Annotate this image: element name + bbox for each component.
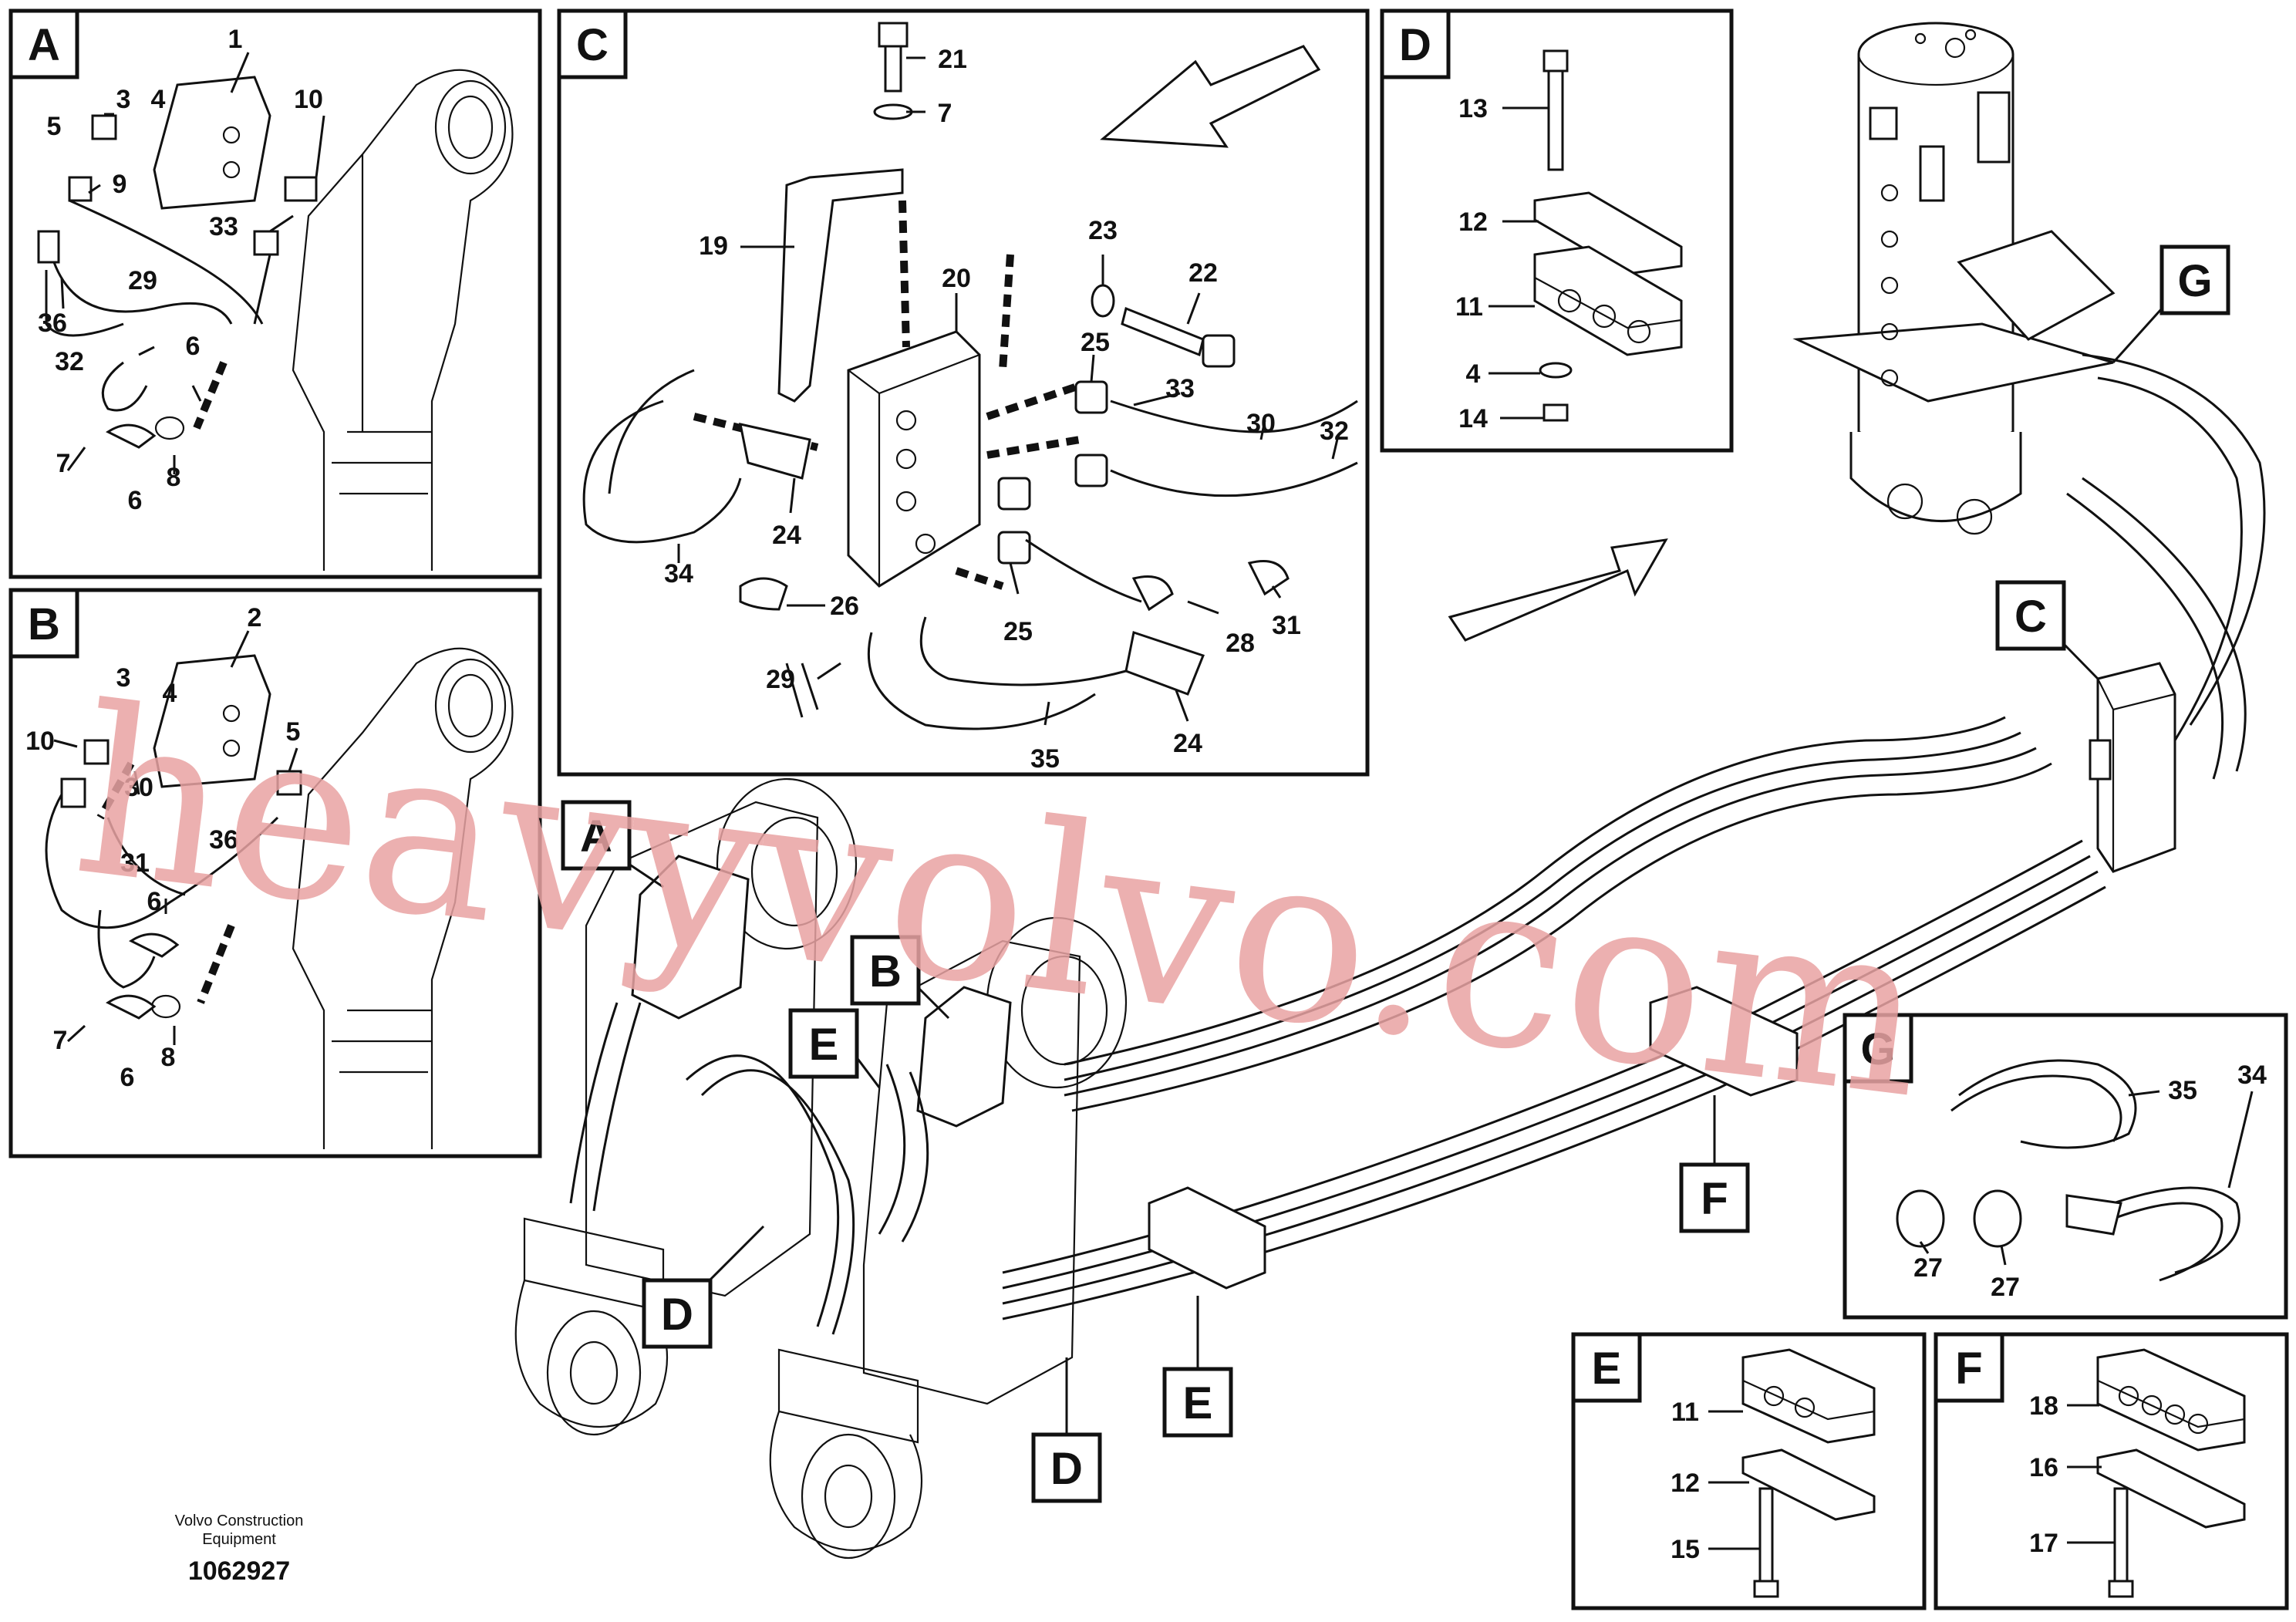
callout-d-12: 12 xyxy=(1458,207,1488,237)
callout-f-16: 16 xyxy=(2029,1453,2058,1482)
callout-c-24-left: 24 xyxy=(772,521,801,550)
callout-d-14: 14 xyxy=(1458,404,1488,433)
callout-c-22: 22 xyxy=(1188,258,1218,288)
panel-a: A 1 3 4 xyxy=(8,8,542,579)
callout-a-36: 36 xyxy=(38,309,67,338)
callout-a-32: 32 xyxy=(55,347,84,376)
callout-b-3: 3 xyxy=(116,663,131,693)
callout-b-6-top: 6 xyxy=(147,887,162,916)
main-assembly xyxy=(514,353,2266,1560)
callout-b-4: 4 xyxy=(163,679,177,708)
panel-b: B 2 3 4 10 5 30 31 36 6 7 8 6 xyxy=(8,588,542,1158)
swivel-joint xyxy=(1792,22,2116,535)
inset-e-letter: E xyxy=(1592,1344,1622,1394)
callout-c-31: 31 xyxy=(1272,611,1301,640)
callout-c-21: 21 xyxy=(938,45,967,74)
callout-e-11: 11 xyxy=(1671,1398,1699,1427)
callout-c-34: 34 xyxy=(664,559,693,588)
panel-d-letter: D xyxy=(1399,20,1431,70)
callout-a-6-top: 6 xyxy=(186,332,201,361)
main-callout-a: A xyxy=(580,811,612,862)
callout-f-18: 18 xyxy=(2029,1391,2058,1421)
callout-a-4: 4 xyxy=(151,85,166,114)
callout-g-35: 35 xyxy=(2168,1076,2197,1105)
callout-b-7: 7 xyxy=(53,1026,68,1055)
callout-c-35: 35 xyxy=(1030,744,1060,774)
doc-number: 1062927 xyxy=(188,1556,290,1586)
callout-b-10: 10 xyxy=(25,727,55,756)
callout-b-8: 8 xyxy=(161,1043,176,1072)
footer-company-line2: Equipment xyxy=(202,1531,276,1548)
callout-d-11: 11 xyxy=(1455,292,1483,322)
callout-c-28: 28 xyxy=(1226,629,1255,658)
inset-g: G 35 34 27 27 xyxy=(1843,1013,2288,1320)
callout-a-33: 33 xyxy=(209,212,238,241)
callout-b-5: 5 xyxy=(286,717,301,747)
main-callout-b: B xyxy=(869,946,902,996)
inset-f-letter: F xyxy=(1955,1344,1982,1394)
callout-b-36: 36 xyxy=(209,825,238,855)
callout-a-8: 8 xyxy=(167,463,181,492)
callout-c-33: 33 xyxy=(1165,374,1195,403)
callout-g-27-left: 27 xyxy=(1913,1253,1943,1283)
callout-c-32: 32 xyxy=(1320,416,1349,446)
callout-c-19: 19 xyxy=(699,231,728,261)
main-callout-e2: E xyxy=(1183,1378,1213,1428)
inset-g-letter: G xyxy=(1860,1024,1895,1074)
main-callout-d1: D xyxy=(661,1290,693,1340)
panel-b-letter: B xyxy=(28,599,60,649)
panel-c-letter: C xyxy=(576,20,609,70)
callout-c-26: 26 xyxy=(830,592,859,621)
callout-c-20: 20 xyxy=(942,264,971,293)
footer-company: Volvo Construction xyxy=(175,1512,304,1529)
callout-b-30: 30 xyxy=(124,773,153,802)
inset-f: F 18 16 17 xyxy=(1934,1332,2289,1610)
callout-a-7: 7 xyxy=(56,449,71,478)
callout-a-9: 9 xyxy=(113,170,127,199)
callout-g-27-right: 27 xyxy=(1991,1273,2020,1302)
callout-e-15: 15 xyxy=(1671,1535,1700,1564)
callout-c-25-bottom: 25 xyxy=(1003,617,1033,646)
main-callout-c: C xyxy=(2014,592,2047,642)
main-callout-g: G xyxy=(2177,256,2212,306)
panel-d: D 13 12 11 4 14 xyxy=(1380,8,1734,453)
callout-a-29: 29 xyxy=(128,266,157,295)
callout-b-31: 31 xyxy=(120,848,150,878)
main-callout-f: F xyxy=(1701,1174,1728,1224)
callout-c-29: 29 xyxy=(766,665,795,694)
callout-d-4: 4 xyxy=(1466,359,1481,389)
callout-c-25-top: 25 xyxy=(1081,328,1110,357)
callout-b-6-bottom: 6 xyxy=(120,1063,135,1092)
callout-c-24-bottom: 24 xyxy=(1173,729,1202,758)
main-callout-d2: D xyxy=(1050,1444,1083,1494)
callout-d-13: 13 xyxy=(1458,94,1488,123)
callout-c-23: 23 xyxy=(1088,216,1118,245)
callout-b-2: 2 xyxy=(248,603,262,632)
callout-c-7: 7 xyxy=(938,99,952,128)
callout-a-3: 3 xyxy=(116,85,131,114)
footer: Volvo Construction Equipment 1062927 xyxy=(175,1512,304,1586)
callout-a-1: 1 xyxy=(228,25,243,54)
inset-e: E 11 12 15 xyxy=(1571,1332,1927,1610)
main-callouts: A B E D D E F C G xyxy=(561,244,2230,1503)
callout-a-10: 10 xyxy=(294,85,323,114)
callout-a-6-bottom: 6 xyxy=(128,486,143,515)
callout-a-5: 5 xyxy=(47,112,62,141)
callout-f-17: 17 xyxy=(2029,1529,2058,1558)
main-callout-e1: E xyxy=(809,1020,839,1070)
callout-g-34: 34 xyxy=(2237,1061,2267,1090)
panel-a-letter: A xyxy=(28,20,60,70)
callout-e-12: 12 xyxy=(1671,1469,1700,1498)
callout-c-30: 30 xyxy=(1246,409,1276,438)
panel-c: C xyxy=(557,8,1370,777)
